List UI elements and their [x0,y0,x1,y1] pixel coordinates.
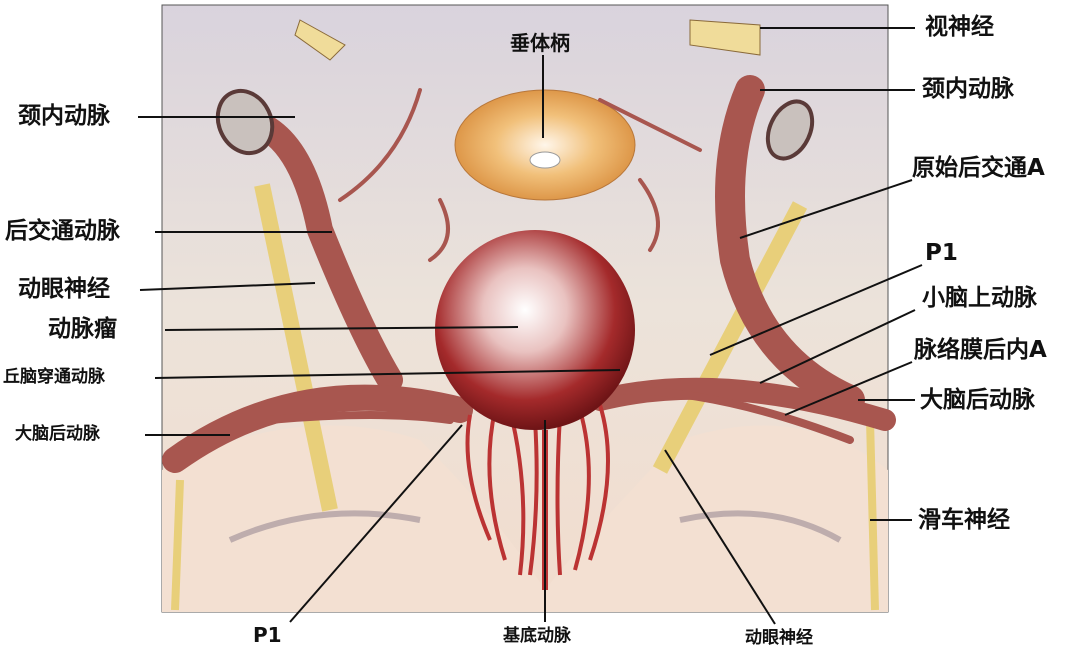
label-pituitary-stalk: 垂体柄 [510,31,570,55]
label-ica-left: 颈内动脉 [18,103,110,129]
leader-lines [138,27,923,625]
label-basilar: 基底动脉 [503,626,571,646]
pituitary-stalk [454,89,636,201]
label-primitive-pcom: 原始后交通A [912,155,1045,181]
label-sca: 小脑上动脉 [922,285,1037,311]
label-pca-right: 大脑后动脉 [920,387,1035,413]
label-aneurysm: 动脉瘤 [48,316,117,342]
label-thalamoperforating: 丘脑穿通动脉 [3,367,105,387]
perforating-arteries [465,404,610,576]
aneurysm [435,230,635,430]
label-pca-left: 大脑后动脉 [15,424,100,444]
label-p1-bottom: P1 [253,623,282,647]
label-p1-top: P1 [925,240,958,266]
label-mpcha: 脉络膜后内A [914,337,1047,363]
arteries [162,75,896,473]
label-pcom: 后交通动脉 [5,218,120,244]
label-oculomotor-left: 动眼神经 [18,276,110,302]
label-ica-right: 颈内动脉 [922,76,1014,102]
brainstem [162,425,888,612]
label-optic-nerve: 视神经 [925,14,994,40]
label-oculomotor-bottom: 动眼神经 [745,628,813,648]
label-trochlear: 滑车神经 [918,507,1010,533]
illustration-body [161,4,896,613]
